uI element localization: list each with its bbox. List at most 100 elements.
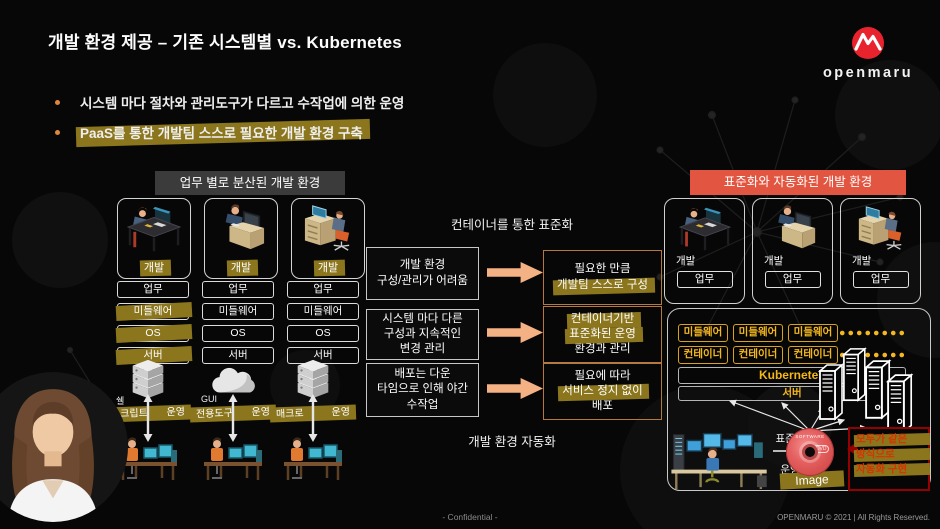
solution-line: 필요에 따라: [574, 369, 631, 382]
ops-main-label: 매크로: [275, 408, 304, 421]
stack-box-os: OS: [287, 325, 359, 342]
ops-ops-label: 운영: [251, 406, 271, 419]
disc-icon: SOFTWARE DVD: [786, 428, 834, 476]
dev-card: 개발: [117, 198, 191, 279]
stack-box-task: 업무: [117, 281, 189, 298]
bullet-list: 시스템 마다 절차와 관리도구가 다르고 수작업에 의한 운영 PaaS를 통한…: [55, 92, 404, 152]
solution-line: 필요한 만큼: [574, 263, 631, 276]
problem-line: 수작업: [406, 398, 439, 411]
disc-top-label: SOFTWARE: [795, 434, 825, 439]
callout-line: 자동화 구현: [853, 462, 931, 478]
left-section-header: 업무 별로 분산된 개발 환경: [155, 171, 345, 195]
problem-box-1: 개발 환경 구성/관리가 어려움: [366, 247, 479, 300]
middle-caption-bottom: 개발 환경 자동화: [468, 435, 556, 449]
disc-side-label: DVD: [813, 445, 829, 453]
dev-label: 개발: [852, 255, 872, 267]
double-arrow-icon: [307, 394, 319, 442]
solution-line: 배포: [591, 400, 614, 413]
solution-box-1: 필요한 만큼 개발팀 스스로 구성: [543, 250, 662, 305]
presenter-photo: [0, 372, 128, 522]
presenter-illustration: [8, 389, 98, 522]
problem-line: 개발 환경: [399, 259, 446, 272]
stack-box-middleware: 미들웨어: [115, 302, 193, 321]
solution-line-highlighted: 표준화된 운영: [564, 326, 644, 345]
dev-desk-icon: [763, 204, 823, 252]
stack-box-server: 서버: [202, 347, 274, 364]
problem-line: 배포는 다운: [394, 368, 451, 381]
task-box: 업무: [852, 271, 909, 288]
kubernetes-platform-box: 미들웨어 미들웨어 미들웨어 컨테이너 컨테이너 컨테이너 Kubernetes…: [667, 308, 931, 491]
task-box: 업무: [676, 271, 733, 288]
middle-caption-top: 컨테이너를 통한 표준화: [451, 218, 573, 232]
stack-box-server: 서버: [287, 347, 359, 364]
confidential-label: - Confidential -: [442, 512, 498, 522]
solution-line-highlighted: 서비스 정지 없이: [558, 383, 650, 402]
bullet-dot: [55, 99, 60, 105]
ellipsis-dots: [838, 351, 904, 359]
dev-desk-icon: [123, 203, 185, 253]
middleware-row: 미들웨어 미들웨어 미들웨어: [678, 324, 838, 342]
dev-label: 개발: [313, 259, 346, 277]
stack-box-task: 업무: [202, 281, 274, 298]
bullet-item: PaaS를 통한 개발팀 스스로 필요한 개발 환경 구축: [55, 118, 404, 148]
dev-label: 개발: [676, 255, 696, 267]
left-dev-cards: 개발 개발 개발: [117, 198, 365, 279]
bullet-text: 시스템 마다 절차와 관리도구가 다르고 수작업에 의한 운영: [80, 96, 405, 111]
ops-top-label: GUI: [201, 394, 218, 404]
stack-box-os: OS: [115, 324, 193, 343]
openmaru-logo-text: openmaru: [822, 65, 914, 81]
ops-ops-label: 운영: [331, 406, 351, 419]
dev-desk-icon: [675, 204, 735, 252]
server-tower-icon: [819, 348, 913, 433]
problem-line: 시스템 마다 다른: [382, 312, 463, 325]
dev-card: 개발 업무: [664, 198, 745, 304]
problem-line: 타임으로 인해 야간: [376, 383, 469, 396]
cloud-icon: [208, 364, 258, 398]
container-row: 컨테이너 컨테이너 컨테이너: [678, 346, 838, 364]
solution-line: 환경과 관리: [574, 343, 631, 356]
right-section-header: 표준화와 자동화된 개발 환경: [690, 170, 906, 195]
stack-box-middleware: 미들웨어: [287, 303, 359, 320]
dev-card: 개발 업무: [840, 198, 921, 304]
stack-box-os: OS: [202, 325, 274, 342]
problem-box-3: 배포는 다운 타임으로 인해 야간 수작업: [366, 363, 479, 417]
dev-card: 개발 업무: [752, 198, 833, 304]
dev-label: 개발: [139, 259, 172, 277]
callout-line: 방식으로: [853, 447, 931, 463]
middleware-box: 미들웨어: [678, 324, 728, 342]
automation-callout: 모두가 같은 방식으로 자동화 구현: [847, 427, 931, 491]
dev-desk-icon: [210, 203, 272, 253]
ellipsis-dots: [838, 329, 904, 337]
container-box: 컨테이너: [733, 346, 783, 364]
solution-line-highlighted: 컨테이너기반: [566, 311, 642, 329]
left-stack-grid: 업무 업무 업무 미들웨어 미들웨어 미들웨어 OS OS OS 서버 서버 서…: [115, 281, 359, 365]
middleware-box: 미들웨어: [788, 324, 838, 342]
dev-label: 개발: [226, 259, 259, 277]
double-arrow-icon: [142, 394, 154, 442]
solution-box-3: 필요에 따라 서비스 정지 없이 배포: [543, 363, 662, 420]
dev-card: 개발: [204, 198, 278, 279]
dev-label: 개발: [764, 255, 784, 267]
openmaru-logo: openmaru: [818, 24, 918, 81]
dev-desk-icon: [297, 203, 359, 253]
callout-line: 모두가 같은: [853, 432, 931, 448]
bullet-item: 시스템 마다 절차와 관리도구가 다르고 수작업에 의한 운영: [55, 92, 404, 112]
bullet-dot: [55, 129, 60, 135]
problem-box-2: 시스템 마다 다른 구성과 지속적인 변경 관리: [366, 309, 479, 360]
problem-line: 변경 관리: [399, 343, 446, 356]
ops-ops-label: 운영: [166, 406, 186, 419]
copyright-label: OPENMARU © 2021 | All Rights Reserved.: [777, 513, 930, 522]
right-dev-cards: 개발 업무 개발 업무 개발 업무: [664, 198, 921, 304]
stack-box-middleware: 미들웨어: [202, 303, 274, 320]
solution-box-2: 컨테이너기반 표준화된 운영 환경과 관리: [543, 306, 662, 363]
problem-line: 구성/관리가 어려움: [376, 274, 469, 287]
problem-line: 구성과 지속적인: [383, 327, 462, 340]
container-box: 컨테이너: [678, 346, 728, 364]
ops-group-macro: 매크로 운영: [269, 358, 357, 496]
openmaru-logo-icon: [852, 27, 884, 59]
ops-top-label: 쉘: [116, 396, 125, 406]
solution-line-highlighted: 개발팀 스스로 구성: [552, 277, 656, 296]
ops-group-shell-script: 쉘 스크립트 운영: [104, 358, 192, 496]
